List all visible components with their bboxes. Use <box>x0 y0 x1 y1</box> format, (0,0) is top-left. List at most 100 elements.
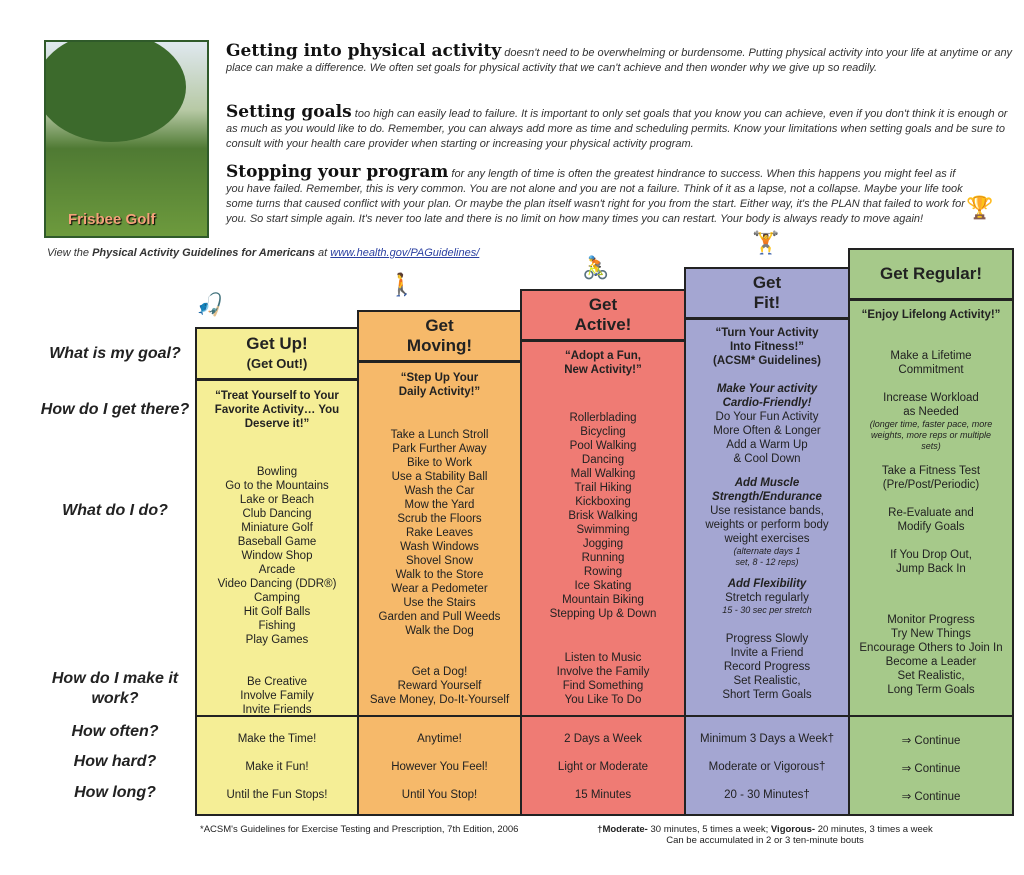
list-item: Bowling <box>256 466 298 478</box>
column-quote: “Enjoy Lifelong Activity!” <box>861 309 1001 321</box>
intro-getting-started: Getting into physical activity doesn't n… <box>226 41 1013 75</box>
list-item: Garden and Pull Weeds <box>378 611 501 623</box>
muscle-text: Use resistance bands, weights or perform… <box>705 505 829 545</box>
column-get-moving: Get Moving! “Step Up Your Daily Activity… <box>357 310 522 717</box>
list-item: Play Games <box>245 634 309 646</box>
intro-setting-goals: Setting goals too high can easily lead t… <box>226 102 1008 151</box>
fishing-figure-icon: 🎣 <box>196 292 224 317</box>
list-item: Encourage Others to Join In <box>859 642 1003 654</box>
list-item: Ice Skating <box>574 580 632 592</box>
list-item: Rowing <box>583 566 623 578</box>
frequency-cell-get-moving: Anytime!However You Feel!Until You Stop! <box>357 715 522 816</box>
list-item: Rollerblading <box>569 412 637 424</box>
list-item: Set Realistic, <box>897 670 965 682</box>
label-how-often: How often? <box>71 723 159 740</box>
list-item: Stepping Up & Down <box>549 608 657 620</box>
list-item: You Like To Do <box>564 694 642 706</box>
list-item: Jogging <box>582 538 624 550</box>
list-item: Arcade <box>258 564 296 576</box>
list-item: Take a Lunch Stroll <box>390 429 489 441</box>
muscle-heading: Add Muscle Strength/Endurance <box>712 477 822 503</box>
label-goal: What is my goal? <box>49 345 181 362</box>
drop-out-text: If You Drop Out, Jump Back In <box>890 549 972 575</box>
flex-note: 15 - 30 sec per stretch <box>722 605 812 615</box>
list-item: Scrub the Floors <box>397 513 482 525</box>
list-item: Do Your Fun Activity <box>715 411 819 423</box>
list-item: Rake Leaves <box>405 527 474 539</box>
column-title: Get Regular! <box>879 264 983 283</box>
cardio-heading: Make Your activity Cardio-Friendly! <box>716 383 818 409</box>
list-item: Miniature Golf <box>241 522 313 534</box>
list-item: Pool Walking <box>569 440 637 452</box>
workload-note: (longer time, faster pace, more weights,… <box>869 419 993 451</box>
guidelines-line: View the Physical Activity Guidelines fo… <box>47 247 480 259</box>
list-item: Use the Stairs <box>403 597 476 609</box>
frisbee-golf-photo: Frisbee Golf <box>44 40 209 238</box>
list-item: Bicycling <box>580 426 626 438</box>
list-item: Progress Slowly <box>725 633 809 645</box>
list-item: More Often & Longer <box>713 425 821 437</box>
list-item: Save Money, Do-It-Yourself <box>369 694 510 706</box>
list-item: Wear a Pedometer <box>391 583 488 595</box>
flex-text: Stretch regularly <box>725 592 809 604</box>
list-item: Mow the Yard <box>404 499 475 511</box>
list-item: Dancing <box>581 454 625 466</box>
list-item: Baseball Game <box>237 536 317 548</box>
frequency-cell-get-regular: ⇒ Continue⇒ Continue⇒ Continue <box>848 715 1014 816</box>
list-item: Bike to Work <box>407 457 472 469</box>
label-what-do: What do I do? <box>62 502 168 519</box>
frequency-cell-get-fit: Minimum 3 Days a Week†Moderate or Vigoro… <box>684 715 850 816</box>
dog-walker-icon: 🚶 <box>388 272 416 297</box>
weightlifter-icon: 🏋 <box>752 230 780 255</box>
list-item: Get a Dog! <box>411 666 468 678</box>
list-item: Add a Warm Up <box>726 439 808 451</box>
column-quote: “Treat Yourself to Your Favorite Activit… <box>214 390 340 430</box>
list-item: Camping <box>253 592 301 604</box>
list-item: Wash Windows <box>400 541 479 553</box>
list-item: Long Term Goals <box>887 684 975 696</box>
list-item: Hit Golf Balls <box>243 606 311 618</box>
label-how-long: How long? <box>74 784 156 801</box>
list-item: Lake or Beach <box>239 494 315 506</box>
list-item: Trail Hiking <box>574 482 632 494</box>
list-item: Fishing <box>258 620 296 632</box>
list-item: Set Realistic, <box>733 675 801 687</box>
list-item: Park Further Away <box>392 443 487 455</box>
label-make-it-work: How do I make it work? <box>51 670 179 707</box>
fitness-test-text: Take a Fitness Test (Pre/Post/Periodic) <box>881 465 981 491</box>
list-item: Short Term Goals <box>722 689 812 701</box>
list-item: Become a Leader <box>885 656 977 668</box>
intensity-footnote: †Moderate- 30 minutes, 5 times a week; V… <box>597 824 933 846</box>
column-get-up: Get Up!(Get Out!) “Treat Yourself to You… <box>195 327 359 717</box>
column-title: Get Moving! <box>406 316 473 355</box>
list-item: Use a Stability Ball <box>391 471 488 483</box>
cyclist-icon: 🚴 <box>582 255 610 280</box>
label-how-get-there: How do I get there? <box>40 401 190 418</box>
intro-stopping: Stopping your program for any length of … <box>226 162 965 226</box>
list-item: Club Dancing <box>242 508 312 520</box>
list-item: Video Dancing (DDR®) <box>217 578 337 590</box>
muscle-note: (alternate days 1 set, 8 - 12 reps) <box>733 546 801 567</box>
list-item: Invite Friends <box>242 704 312 716</box>
column-quote: “Adopt a Fun, New Activity!” <box>564 350 642 376</box>
column-get-active: Get Active! “Adopt a Fun, New Activity!”… <box>520 289 686 717</box>
guidelines-link[interactable]: www.health.gov/PAGuidelines/ <box>330 247 480 259</box>
list-item: Brisk Walking <box>568 510 638 522</box>
list-item: Walk the Dog <box>405 625 474 637</box>
list-item: Involve the Family <box>556 666 650 678</box>
list-item: Be Creative <box>246 676 308 688</box>
list-item: Window Shop <box>241 550 313 562</box>
workload-text: Increase Workload as Needed <box>883 392 979 418</box>
list-item: Find Something <box>562 680 644 692</box>
reevaluate-text: Re-Evaluate and Modify Goals <box>888 507 974 533</box>
